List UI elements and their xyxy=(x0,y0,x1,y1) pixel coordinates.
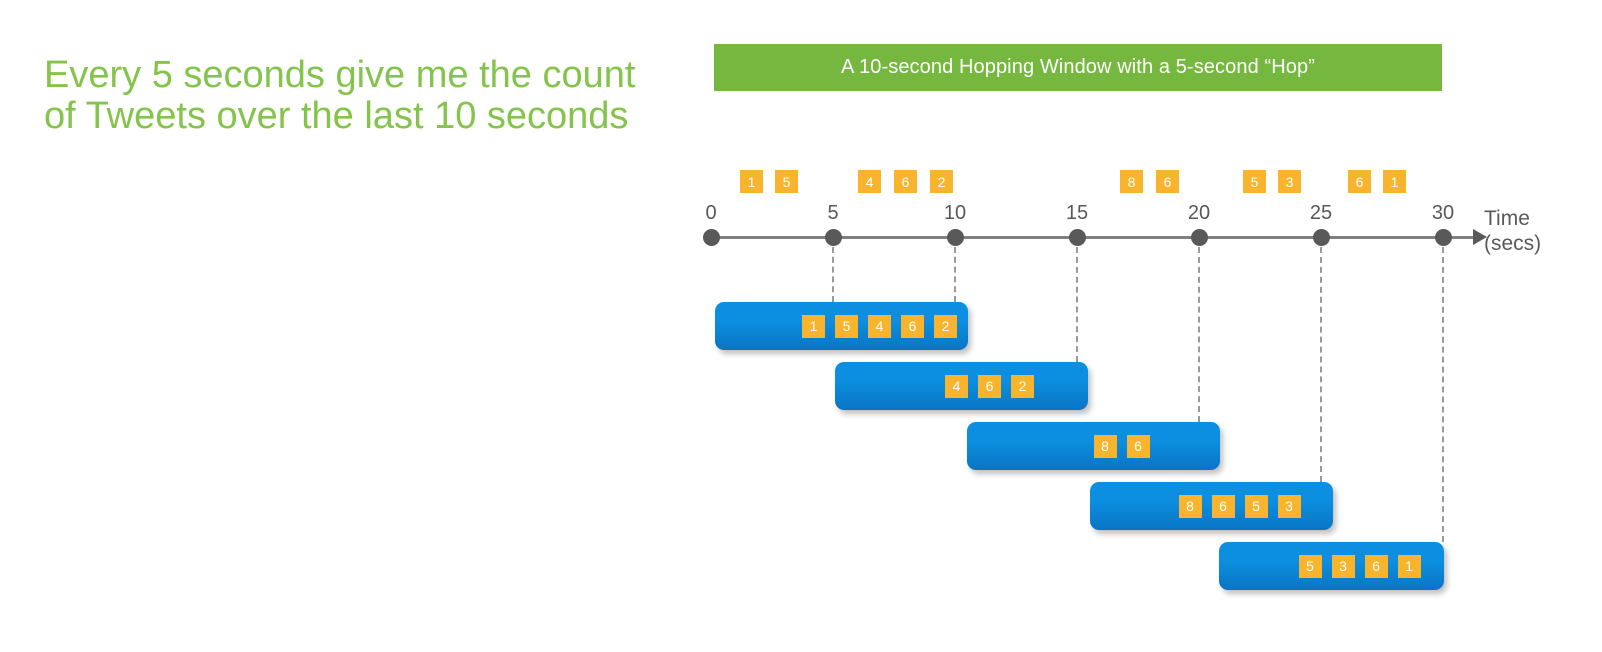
window-event-tag: 2 xyxy=(934,314,957,338)
window-event-tag: 4 xyxy=(868,314,891,338)
axis-tick-dot xyxy=(1435,229,1452,246)
window-event-tag: 6 xyxy=(901,314,924,338)
axis-tick-dot xyxy=(1191,229,1208,246)
window-event-tag: 3 xyxy=(1331,554,1355,578)
timeline-event-tag: 1 xyxy=(1383,170,1406,193)
window-event-tag: 6 xyxy=(1364,554,1388,578)
window-event-tag: 5 xyxy=(1298,554,1322,578)
axis-tick-dot xyxy=(1313,229,1330,246)
timeline-event-tag: 8 xyxy=(1120,170,1143,193)
window-event-tag: 5 xyxy=(835,314,858,338)
window-event-tag: 6 xyxy=(1126,434,1150,458)
axis-tick-label: 10 xyxy=(943,202,967,224)
window-event-tag: 4 xyxy=(945,374,968,398)
axis-tick-label: 20 xyxy=(1187,202,1211,224)
timeline-event-tag: 2 xyxy=(930,170,953,193)
timeline-event-tag: 6 xyxy=(1156,170,1179,193)
axis-caption-line-2: (secs) xyxy=(1484,232,1542,255)
window-event-tag: 3 xyxy=(1277,494,1301,518)
timeline-event-tag: 3 xyxy=(1278,170,1301,193)
window-event-tag: 6 xyxy=(1211,494,1235,518)
axis-tick-dot xyxy=(947,229,964,246)
timeline-event-tag: 1 xyxy=(740,170,763,193)
window-boundary-line xyxy=(1076,247,1078,362)
page-title: Every 5 seconds give me the count of Twe… xyxy=(44,54,636,137)
axis-tick-label: 15 xyxy=(1065,202,1089,224)
timeline-event-tag: 6 xyxy=(894,170,917,193)
banner-title: A 10-second Hopping Window with a 5-seco… xyxy=(841,56,1315,78)
axis-tick-label: 30 xyxy=(1431,202,1455,224)
axis-caption: Time (secs) xyxy=(1484,206,1541,256)
timeline-event-tag: 6 xyxy=(1348,170,1371,193)
banner: A 10-second Hopping Window with a 5-seco… xyxy=(714,44,1442,91)
window-boundary-line xyxy=(954,247,956,302)
window-event-tag: 8 xyxy=(1178,494,1202,518)
window-boundary-line xyxy=(1442,247,1444,542)
window-event-tag: 2 xyxy=(1011,374,1034,398)
window-event-tag: 8 xyxy=(1093,434,1117,458)
window-boundary-line xyxy=(1320,247,1322,482)
timeline-event-tag: 5 xyxy=(775,170,798,193)
axis-tick-dot xyxy=(825,229,842,246)
axis-tick-dot xyxy=(1069,229,1086,246)
axis-caption-line-1: Time xyxy=(1484,207,1530,230)
window-event-tag: 1 xyxy=(802,314,825,338)
axis-tick-dot xyxy=(703,229,720,246)
axis-line xyxy=(711,236,1473,239)
axis-tick-label: 25 xyxy=(1309,202,1333,224)
window-event-tag: 1 xyxy=(1397,554,1421,578)
timeline-event-tag: 4 xyxy=(858,170,881,193)
axis-tick-label: 5 xyxy=(827,202,839,224)
axis-tick-label: 0 xyxy=(705,202,717,224)
window-event-tag: 6 xyxy=(978,374,1001,398)
window-boundary-line xyxy=(832,247,834,302)
window-boundary-line xyxy=(1198,247,1200,422)
window-event-tag: 5 xyxy=(1244,494,1268,518)
timeline-event-tag: 5 xyxy=(1243,170,1266,193)
